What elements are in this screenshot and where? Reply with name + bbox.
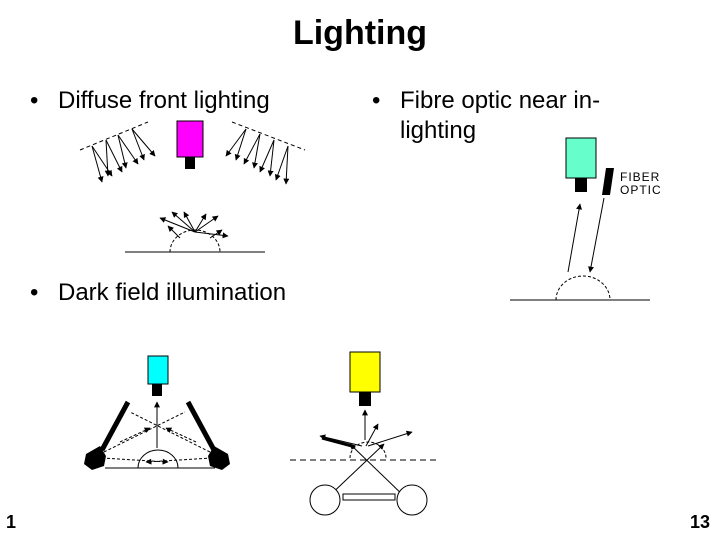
- bullet-dark-field-illumination: • Dark field illumination: [30, 278, 286, 308]
- object-dome: [555, 275, 611, 301]
- diffuse-rays-right: [225, 128, 290, 185]
- camera-lens: [185, 157, 195, 169]
- diffuser-right: [231, 121, 306, 151]
- dark-field-diagram-right: [290, 351, 440, 516]
- incident-ray: [588, 197, 605, 273]
- lamp-left: [309, 484, 341, 516]
- bullet-text-line1: Fibre optic near in-: [400, 87, 601, 114]
- camera-body: [147, 355, 169, 385]
- fibre-optic-diagram: FIBER OPTIC: [510, 137, 662, 301]
- camera-body: [176, 120, 204, 158]
- light-shield-right: [185, 400, 217, 452]
- dark-field-diagram-left: [84, 355, 230, 470]
- bullet-diffuse-front-lighting: • Diffuse front lighting: [30, 86, 270, 116]
- fibre-label-line1: FIBER: [620, 170, 660, 184]
- light-shield-left: [99, 400, 131, 452]
- bullet-dot: •: [30, 87, 39, 114]
- camera-lens: [152, 384, 162, 396]
- fibre-optic-bundle: [602, 168, 614, 195]
- diffuse-rays-left: [91, 128, 156, 183]
- camera-body: [565, 137, 597, 179]
- bullet-text: Dark field illumination: [58, 279, 287, 306]
- reflected-rays: [159, 211, 229, 239]
- dark-field-rays: [101, 411, 213, 465]
- lamp-right: [208, 446, 230, 470]
- bullet-dot: •: [30, 279, 39, 306]
- diffuser-left: [79, 121, 149, 151]
- fibre-label-line2: OPTIC: [620, 183, 662, 197]
- bullet-text: Diffuse front lighting: [58, 87, 270, 114]
- reflected-ray: [567, 203, 583, 273]
- lamp-right: [396, 484, 428, 516]
- bullet-fibre-optic-lighting: • Fibre optic near in- lighting: [372, 86, 692, 146]
- glass-stage: [342, 493, 396, 501]
- camera-body: [349, 351, 381, 393]
- diffuse-lighting-diagram: [79, 120, 306, 253]
- camera-lens: [359, 392, 371, 406]
- shield-bar: [321, 436, 353, 448]
- bullet-text-line2: lighting: [400, 117, 477, 144]
- camera-lens: [575, 178, 587, 192]
- object-dome: [137, 449, 179, 469]
- page-number-left: 1: [6, 512, 17, 532]
- bullet-dot: •: [372, 87, 381, 114]
- lamp-left: [84, 446, 106, 470]
- object-dome: [169, 229, 221, 253]
- page-number-right: 13: [690, 512, 711, 532]
- slide-title: Lighting: [292, 14, 428, 52]
